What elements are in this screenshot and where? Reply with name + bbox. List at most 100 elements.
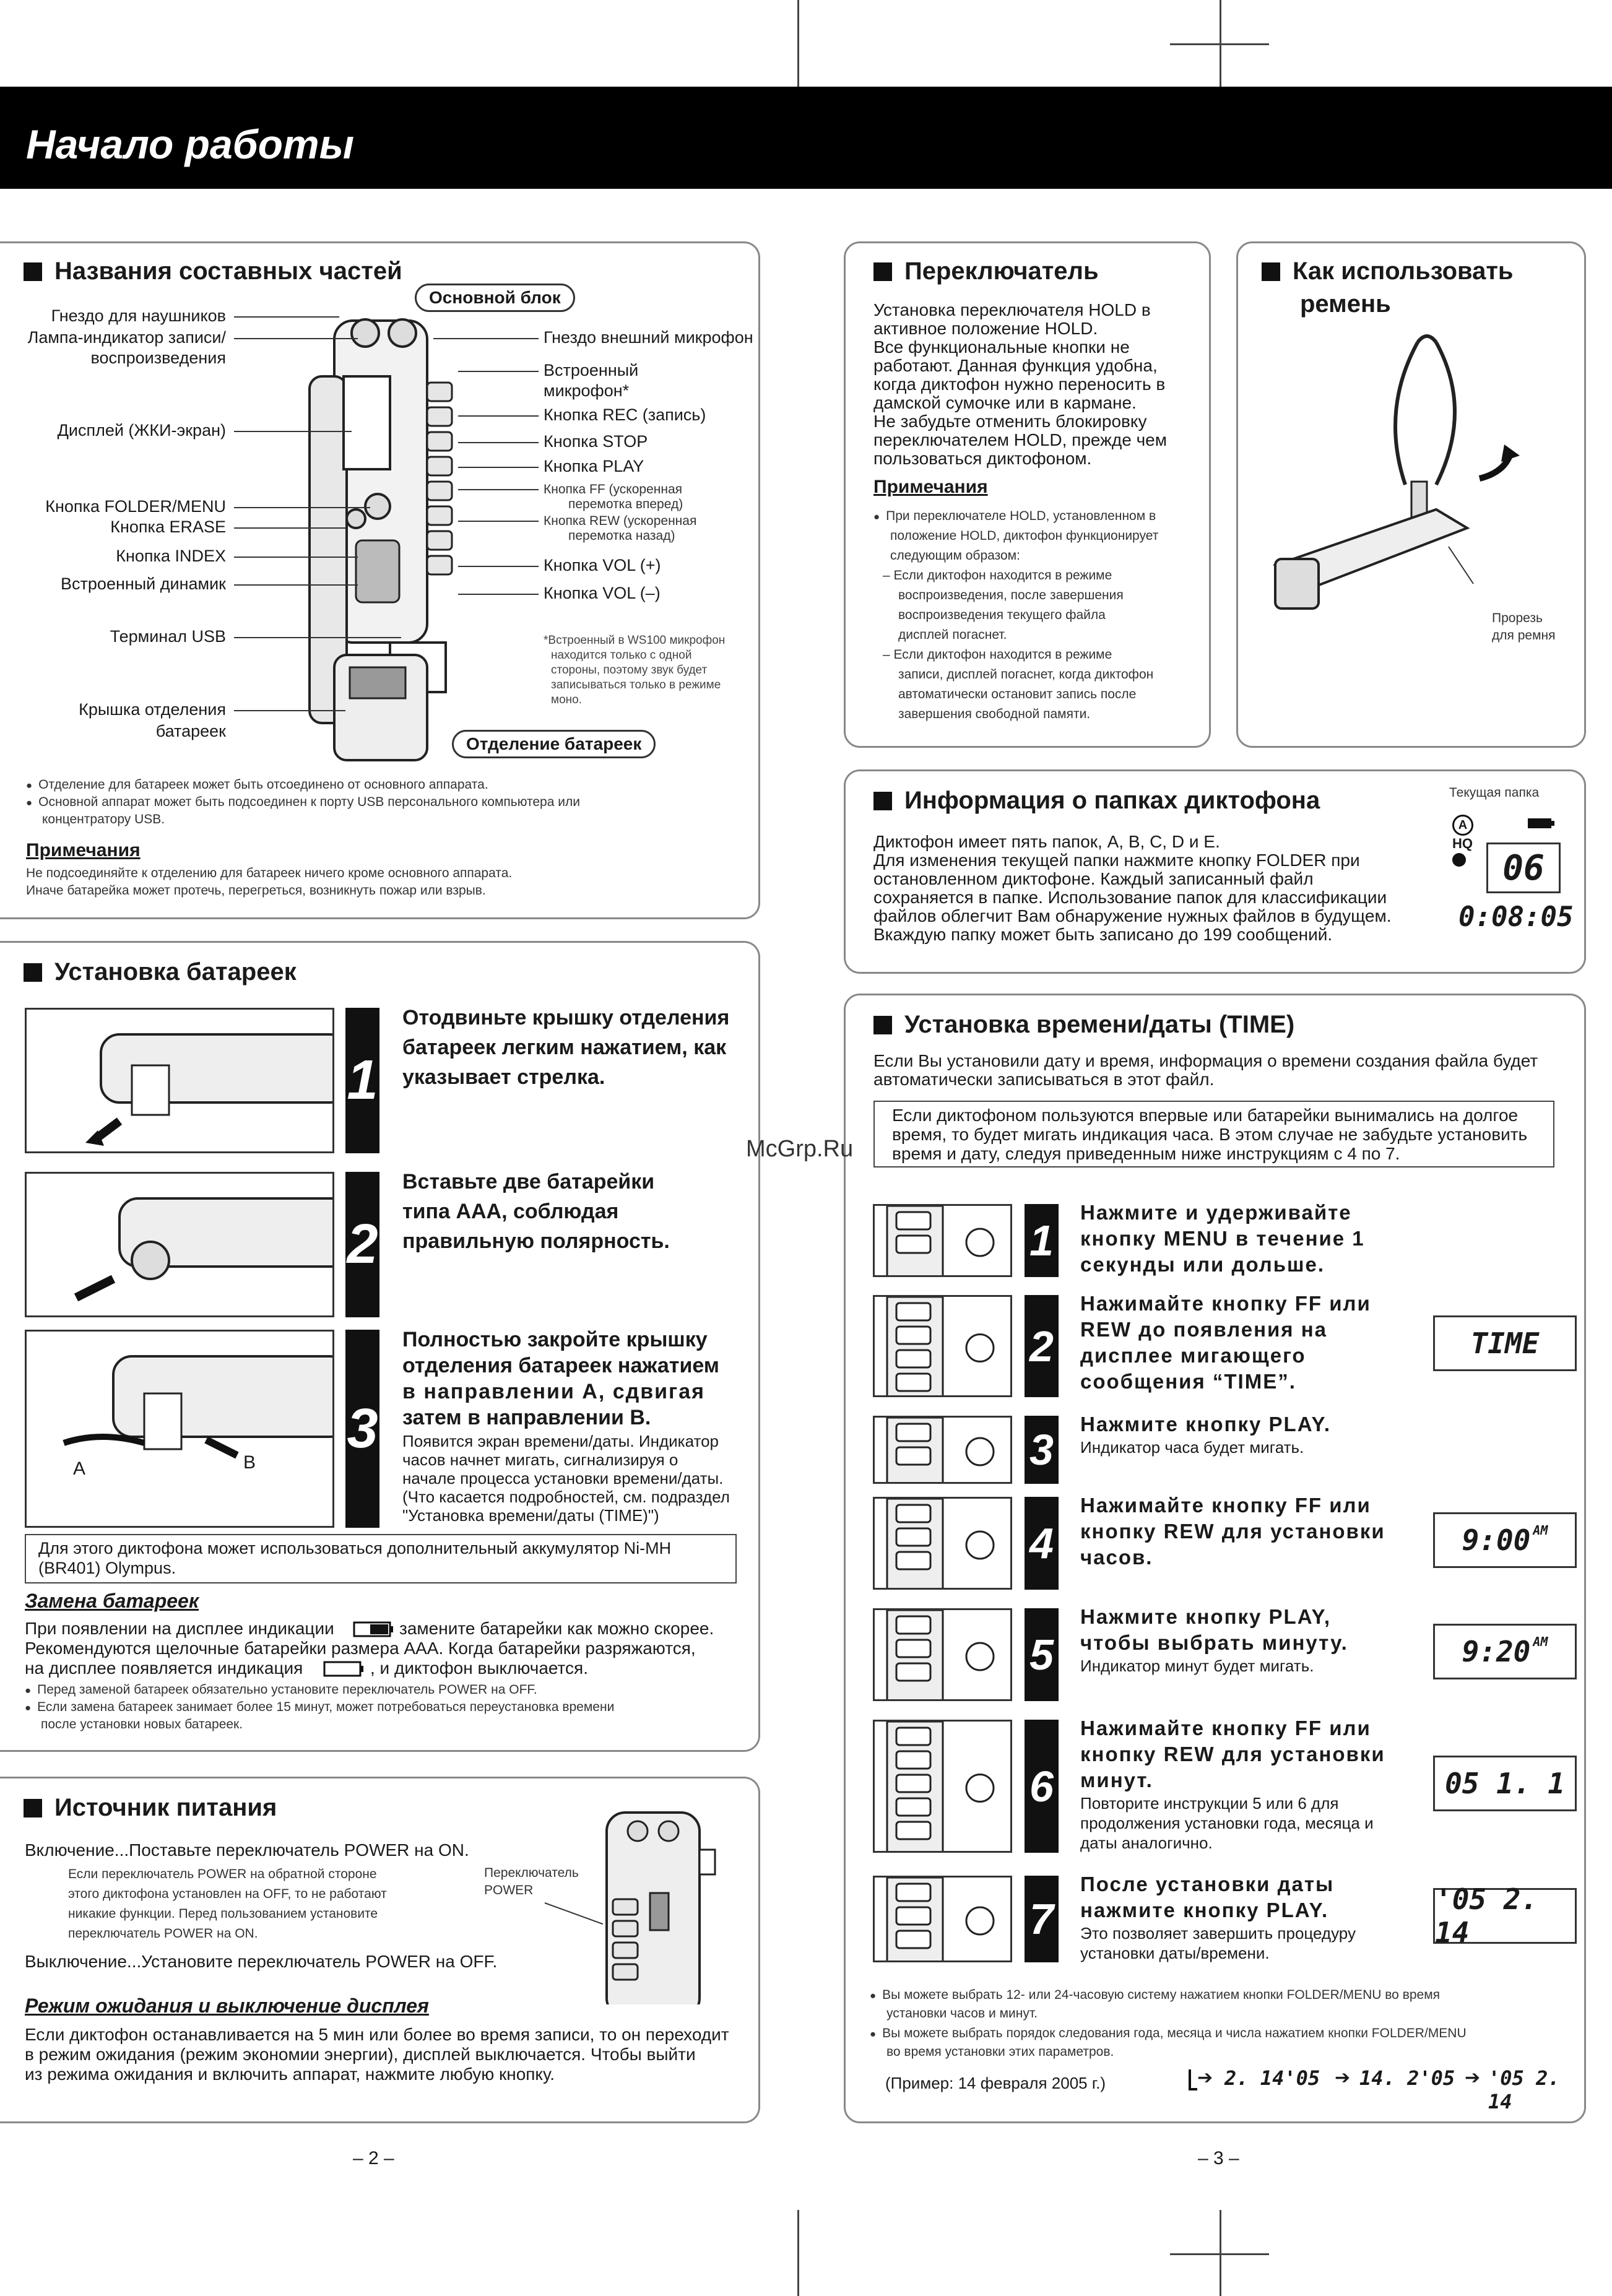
parts-note: Иначе батарейка может протечь, перегреть…: [26, 883, 486, 898]
hold-note: – Если диктофон находится в режиме: [883, 648, 1112, 662]
arrow-icon: ➔: [1197, 2068, 1213, 2088]
label-rew: Кнопка REW (ускоренная: [544, 514, 697, 528]
time-step-lcd: TIME: [1433, 1315, 1577, 1371]
hold-note: автоматически остановит запись после: [898, 687, 1137, 701]
replace-bullet: Перед заменой батареек обязательно устан…: [25, 1682, 537, 1699]
label-play: Кнопка PLAY: [544, 457, 644, 475]
parts-title: Названия составных частей: [24, 258, 402, 285]
battery-step1-number: 1: [345, 1008, 379, 1153]
time-warning: время и дату, следуя приведенным ниже ин…: [892, 1144, 1400, 1163]
page-header: Начало работы: [0, 87, 1612, 189]
time-intro: Если Вы установили дату и время, информа…: [873, 1051, 1538, 1070]
mic-footnote: находится только с одной: [551, 649, 692, 662]
crop-mark: [1220, 2210, 1221, 2296]
arrow-icon: ➔: [1465, 2068, 1481, 2088]
label-int-mic-2: микрофон*: [544, 381, 630, 400]
power-section: Источник питания Включение...Поставьте п…: [0, 1777, 760, 2123]
time-step-text: секунды или дольше.: [1080, 1253, 1325, 1276]
hold-text: Все функциональные кнопки не: [873, 337, 1130, 357]
hold-section: Переключатель Установка переключателя HO…: [844, 241, 1211, 748]
folders-title: Информация о папках диктофона: [873, 787, 1320, 815]
battery-step1-text: Отодвиньте крышку отделения: [402, 1006, 730, 1029]
time-bullet-cont: во время установки этих параметров.: [886, 2045, 1114, 2059]
time-step-text: дисплее мигающего: [1080, 1344, 1306, 1367]
label-rec-lamp: Лампа-индикатор записи/: [27, 328, 226, 347]
page-number-right: – 3 –: [1198, 2148, 1239, 2168]
mic-footnote: стороны, поэтому звук будет: [551, 664, 708, 677]
strap-title-2: ремень: [1300, 290, 1391, 318]
power-off-text: Выключение...Установите переключатель PO…: [25, 1952, 498, 1971]
parts-bullet-cont: концентратору USB.: [42, 812, 165, 826]
battery-step3-text: отделения батареек нажатием: [402, 1354, 719, 1377]
accumulator-text: Для этого диктофона может использоваться…: [38, 1539, 672, 1557]
hold-title: Переключатель: [873, 258, 1099, 285]
time-step-photo: [873, 1416, 1012, 1484]
page-number-left: – 2 –: [353, 2148, 394, 2168]
label-battery-cover-2: батареек: [155, 722, 226, 740]
folders-section: Информация о папках диктофона Текущая па…: [844, 769, 1586, 974]
example-label: (Пример: 14 февраля 2005 г.): [885, 2074, 1106, 2092]
hold-note: завершения свободной памяти.: [898, 707, 1091, 721]
battery-step3-number: 3: [345, 1330, 379, 1528]
time-step-photo: [873, 1295, 1012, 1397]
battery-compartment-label: Отделение батареек: [452, 730, 656, 758]
time-step-subtext: Индикатор часа будет мигать.: [1080, 1438, 1304, 1457]
mic-footnote: записываться только в режиме: [551, 678, 721, 691]
time-step-subtext: даты аналогично.: [1080, 1834, 1213, 1852]
standby-text: Если диктофон останавливается на 5 мин и…: [25, 2025, 729, 2044]
battery-step3-text: в направлении A, сдвигая: [402, 1380, 705, 1403]
battery-step3-text: Полностью закройте крышку: [402, 1328, 708, 1351]
date-format-dmy: 14. 2'05: [1359, 2066, 1455, 2090]
time-step-number: 7: [1025, 1876, 1059, 1962]
time-step-photo: [873, 1204, 1012, 1277]
replace-text: на дисплее появляется индикация: [25, 1658, 303, 1678]
replace-text: замените батарейки как можно скорее.: [399, 1619, 714, 1638]
time-step-lcd-ampm: AM: [1533, 1523, 1548, 1538]
time-step-subtext: Индикатор минут будет мигать.: [1080, 1657, 1314, 1675]
leader-line: [234, 557, 358, 558]
power-switch-illustration: [605, 1811, 716, 2004]
battery-step1-text: батареек легким нажатием, как: [402, 1036, 727, 1059]
label-speaker: Встроенный динамик: [61, 574, 226, 593]
label-int-mic: Встроенный: [544, 361, 639, 379]
quality-indicator: HQ: [1452, 836, 1473, 851]
elapsed-time-display: 0:08:05: [1458, 901, 1574, 933]
label-ff: Кнопка FF (ускоренная: [544, 482, 682, 496]
strap-illustration: [1272, 334, 1520, 610]
watermark: McGrp.Ru: [746, 1136, 854, 1162]
recorder-illustration: [308, 318, 453, 761]
leader-line: [234, 637, 401, 638]
parts-note: Не подсоединяйте к отделению для батарее…: [26, 866, 513, 880]
direction-b-label: B: [243, 1452, 256, 1473]
leader-line: [234, 338, 358, 339]
mic-footnote: *Встроенный в WS100 микрофон: [544, 634, 726, 647]
leader-line: [433, 338, 539, 339]
crop-mark: [797, 2210, 799, 2296]
time-step-text: нажмите кнопку PLAY.: [1080, 1899, 1329, 1921]
standby-title: Режим ожидания и выключение дисплея: [25, 1995, 429, 2017]
label-headphone-jack: Гнездо для наушников: [51, 306, 226, 325]
time-step-lcd-ampm: AM: [1533, 1634, 1548, 1649]
strap-title: Как использовать: [1262, 258, 1514, 285]
folders-text: файлов облегчит Вам обнаружение нужных ф…: [873, 906, 1392, 925]
leader-line: [458, 467, 539, 468]
time-step-subtext: Повторите инструкции 5 или 6 для: [1080, 1794, 1339, 1813]
time-bullet: Вы можете выбрать 12- или 24-часовую сис…: [870, 1987, 1440, 2004]
time-bullet: Вы можете выбрать порядок следования год…: [870, 2025, 1467, 2042]
battery-step3-sub: (Что касается подробностей, см. подразде…: [402, 1488, 730, 1506]
time-step-number: 6: [1025, 1720, 1059, 1853]
replace-bullet: Если замена батареек занимает более 15 м…: [25, 1699, 614, 1716]
hold-text: Не забудьте отменить блокировку: [873, 412, 1147, 431]
time-warning: Если диктофоном пользуются впервые или б…: [892, 1106, 1519, 1125]
time-step-text: После установки даты: [1080, 1873, 1335, 1895]
date-format-ymd: '05 2. 14: [1488, 2066, 1560, 2113]
time-step-text: сообщения “TIME”.: [1080, 1370, 1296, 1393]
battery-step3-sub: часов начнет мигать, сигнализируя о: [402, 1450, 678, 1469]
hold-notes-title: Примечания: [873, 477, 988, 497]
time-step-text: Нажмите кнопку PLAY.: [1080, 1413, 1332, 1436]
time-step-photo: [873, 1876, 1012, 1962]
leader-line: [234, 584, 358, 586]
hold-note: записи, дисплей погаснет, когда диктофон: [898, 667, 1154, 682]
time-step-subtext: Это позволяет завершить процедуру: [1080, 1924, 1356, 1943]
label-display: Дисплей (ЖКИ-экран): [57, 421, 226, 440]
